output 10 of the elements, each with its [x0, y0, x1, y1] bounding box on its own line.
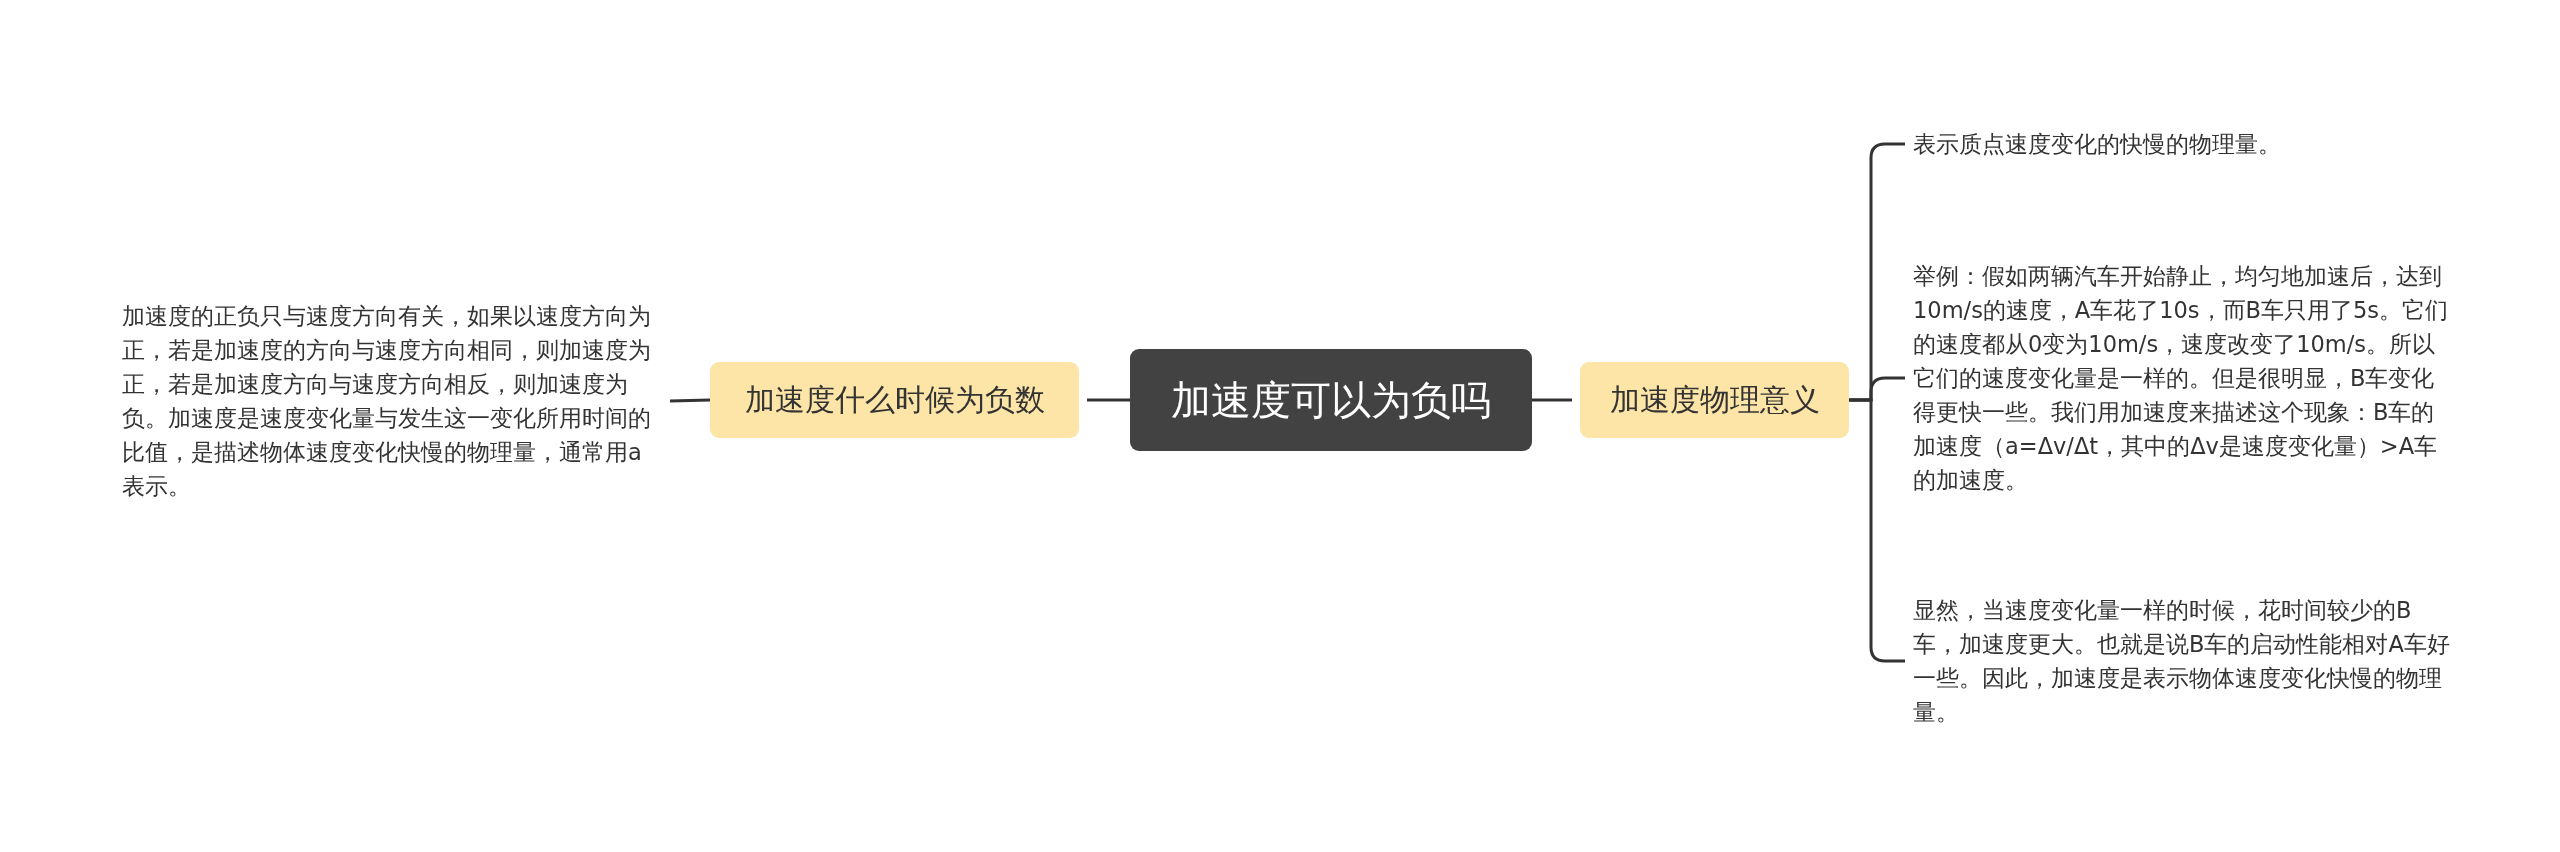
connector-line: [1532, 398, 1572, 402]
topic-box: 加速度物理意义: [1580, 362, 1849, 438]
topic-box: 加速度什么时候为负数: [710, 362, 1079, 438]
central-topic: 加速度可以为负吗: [1130, 349, 1532, 451]
note-text: 显然，当速度变化量一样的时候，花时间较少的B车，加速度更大。也就是说B车的启动性能相对A车好一些。因此，加速度是表示物体速度变化快慢的物理量。: [1913, 593, 2453, 729]
note-text: 加速度的正负只与速度方向有关，如果以速度方向为正，若是加速度的方向与速度方向相同，则加速度为正，若是加速度方向与速度方向相反，则加速度为负。加速度是速度变化量与发生这一变化所用时间的比值，是描述物体速度变化快慢的物理量，通常用a表示。: [122, 299, 662, 503]
connector-line: [669, 398, 711, 403]
connector-line: [1087, 398, 1130, 402]
note-text: 表示质点速度变化的快慢的物理量。: [1913, 127, 2453, 161]
note-text: 举例：假如两辆汽车开始静止，均匀地加速后，达到10m/s的速度，A车花了10s，而B车只用了5s。它们的速度都从0变为10m/s，速度改变了10m/s。所以它们的速度变化量是一样的。但是很明显，B车变化得更快一些。我们用加速度来描述这个现象：B车的加速度（a=Δv/Δt，其中的Δv是速度变化量）>A车的加速度。: [1913, 259, 2453, 497]
